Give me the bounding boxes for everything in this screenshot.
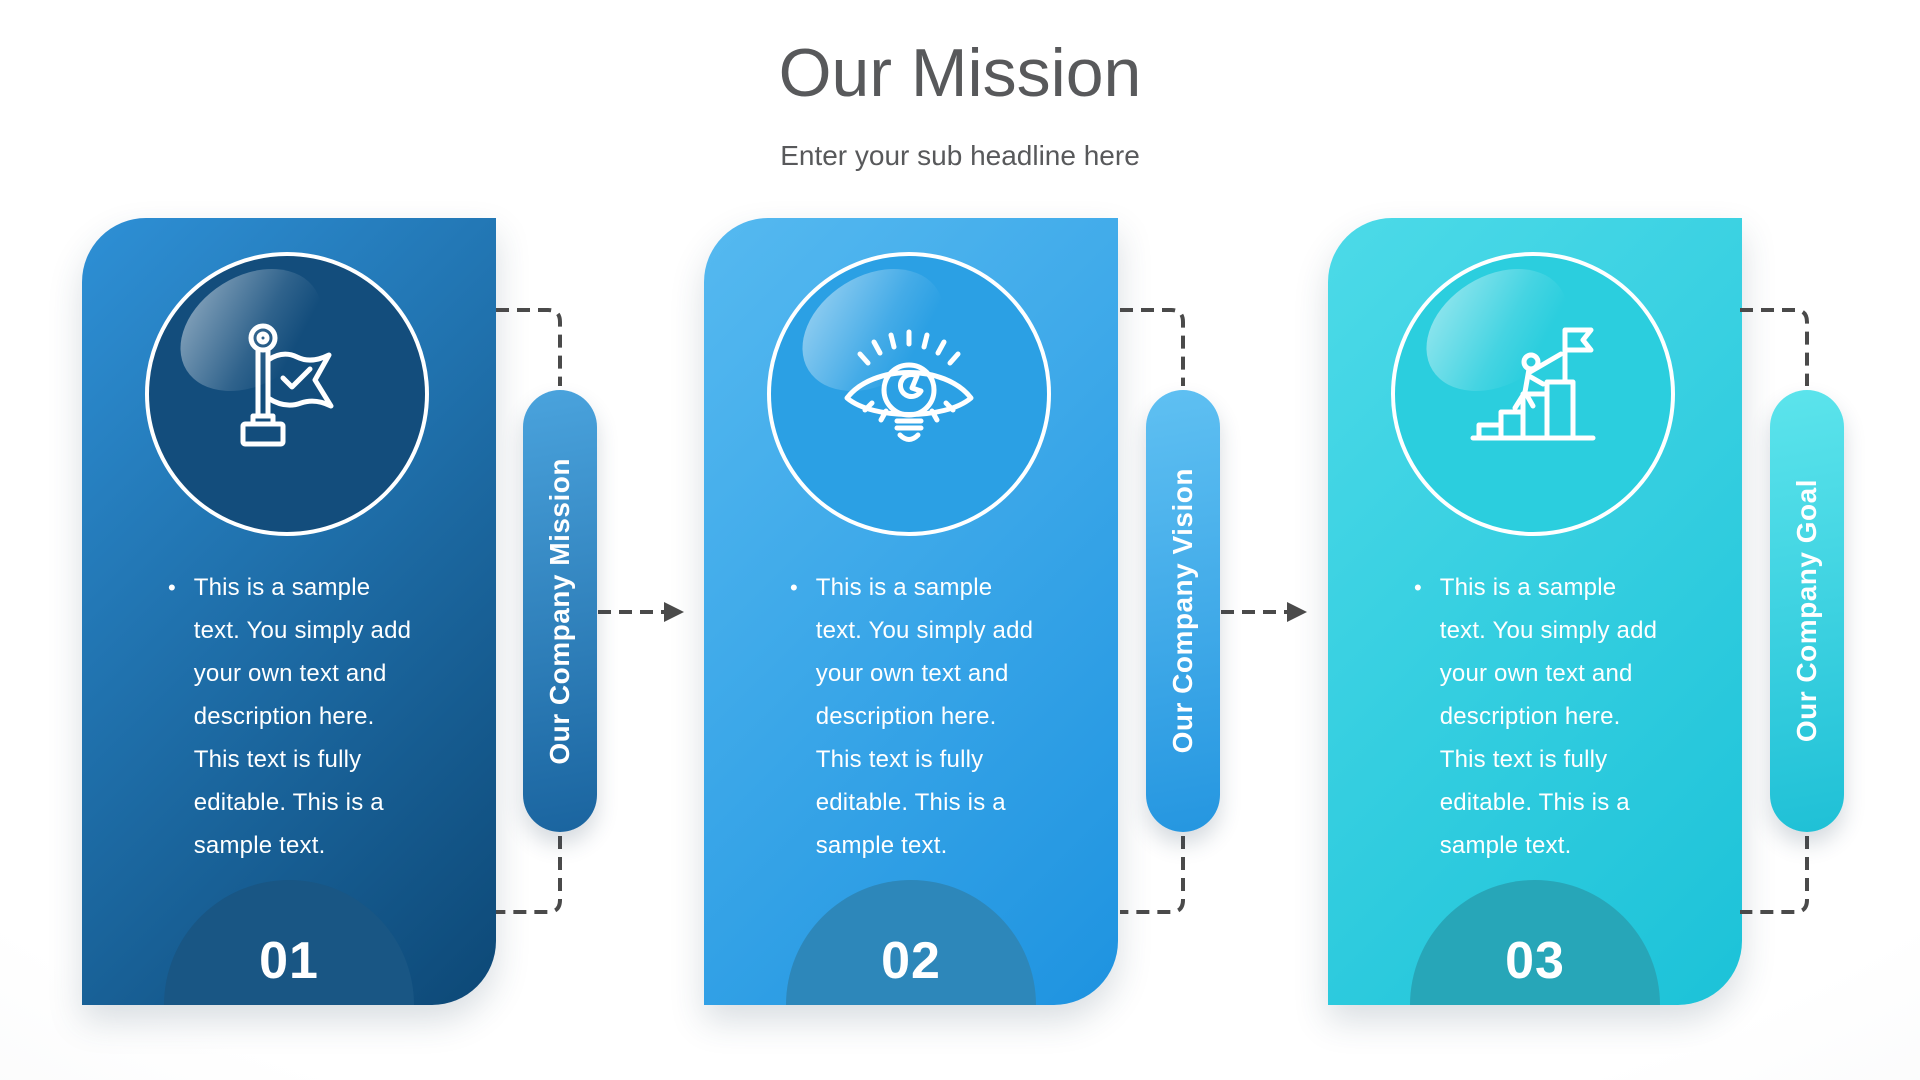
eye-bulb-icon — [844, 329, 974, 442]
goal-steps-icon — [1470, 327, 1596, 441]
page-subtitle: Enter your sub headline here — [780, 140, 1140, 171]
pill-label-mission: Our Company Mission — [523, 390, 597, 832]
pill-label-goal: Our Company Goal — [1770, 390, 1844, 832]
card-body: • This is a sample text. You simply add … — [168, 566, 412, 867]
connector-top-2 — [1120, 308, 1185, 386]
mission-card-3: • This is a sample text. You simply add … — [1328, 218, 1742, 1005]
icon-circle — [1391, 243, 1675, 536]
card-body-text: This is a sample text. You simply add yo… — [815, 574, 1034, 859]
mission-card-1: • This is a sample text. You simply add … — [82, 218, 496, 1005]
icon-circle — [767, 243, 1051, 536]
pill-label-vision: Our Company Vision — [1146, 390, 1220, 832]
flag-checkmark-icon — [240, 323, 334, 447]
mission-card-2: • This is a sample text. You simply add … — [704, 218, 1118, 1005]
pill-label-text: Our Company Mission — [544, 457, 575, 765]
card-body-text: This is a sample text. You simply add yo… — [1439, 574, 1658, 859]
connector-top-1 — [496, 308, 562, 386]
bullet-marker: • — [790, 575, 798, 600]
connector-top-3 — [1740, 308, 1809, 386]
connector-bottom-1 — [496, 836, 562, 914]
card-body-text: This is a sample text. You simply add yo… — [193, 574, 412, 859]
card-body: • This is a sample text. You simply add … — [790, 566, 1034, 867]
icon-circle — [145, 243, 429, 536]
step-number: 01 — [259, 932, 319, 990]
arrowhead-icon — [1287, 602, 1307, 622]
step-number: 03 — [1505, 932, 1565, 990]
arrowhead-icon — [664, 602, 684, 622]
page-title: Our Mission — [778, 35, 1142, 111]
pill-label-text: Our Company Goal — [1791, 479, 1822, 743]
step-number: 02 — [881, 932, 941, 990]
bullet-marker: • — [1414, 575, 1422, 600]
card-body: • This is a sample text. You simply add … — [1414, 566, 1658, 867]
connector-bottom-3 — [1740, 836, 1809, 914]
connector-bottom-2 — [1120, 836, 1185, 914]
bullet-marker: • — [168, 575, 176, 600]
pill-label-text: Our Company Vision — [1167, 468, 1198, 754]
